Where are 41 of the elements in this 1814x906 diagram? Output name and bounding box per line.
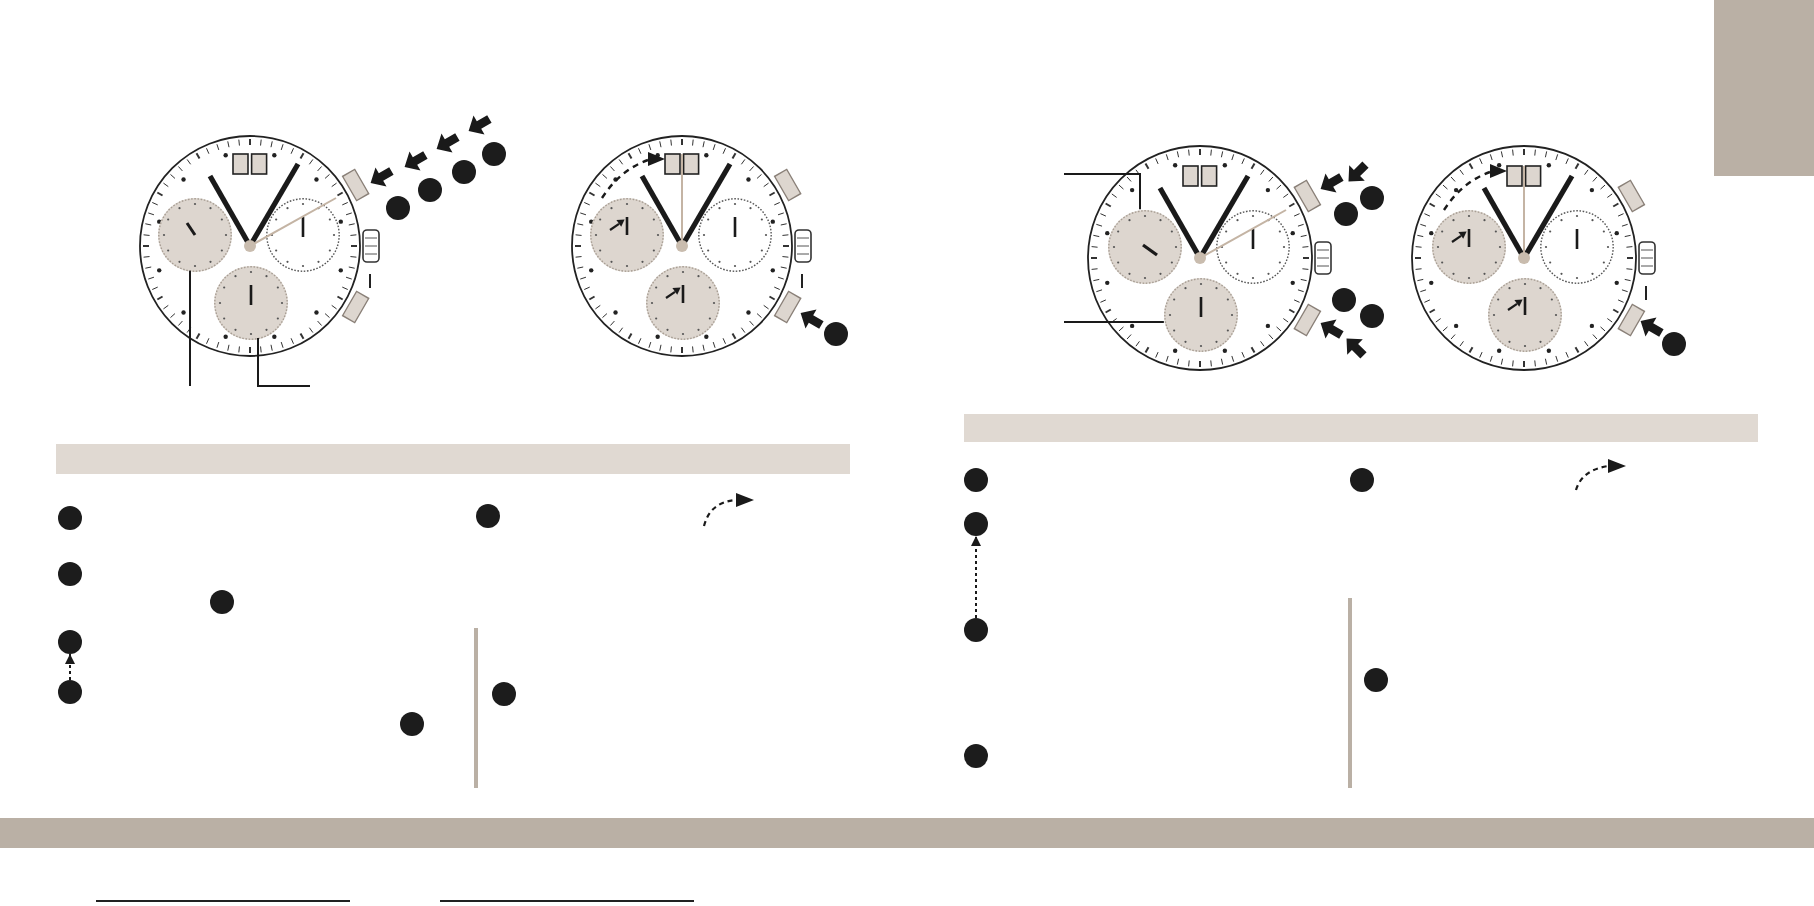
callout-marker <box>964 468 988 492</box>
callout-marker <box>1662 332 1686 356</box>
callout-marker <box>824 322 848 346</box>
callout-marker <box>386 196 410 220</box>
callout-marker <box>58 506 82 530</box>
callout-marker <box>476 504 500 528</box>
callout-marker <box>418 178 442 202</box>
leader-line <box>257 337 311 387</box>
arrow-icon <box>1637 313 1663 339</box>
callout-marker <box>1364 668 1388 692</box>
leader-line <box>1063 321 1165 323</box>
callout-marker <box>58 680 82 704</box>
arrow-icon <box>465 111 491 137</box>
leader-line <box>1063 173 1141 211</box>
arrow-icon <box>367 163 393 189</box>
arrow <box>971 535 981 619</box>
callout-marker <box>1360 186 1384 210</box>
callout-marker <box>964 512 988 536</box>
callout-marker <box>964 618 988 642</box>
arrow <box>65 653 75 681</box>
callout-marker <box>1334 202 1358 226</box>
arrow-icon <box>1341 333 1367 359</box>
arrow-icon <box>1343 159 1369 185</box>
arrow-icon <box>797 305 823 331</box>
callout-marker <box>58 562 82 586</box>
callout-marker <box>482 142 506 166</box>
callout-marker <box>964 744 988 768</box>
side-tab <box>1714 0 1814 176</box>
callout-marker <box>210 590 234 614</box>
callout-marker <box>1332 288 1356 312</box>
arrow-icon <box>433 129 459 155</box>
callout-marker <box>58 630 82 654</box>
callout-marker <box>400 712 424 736</box>
callout-marker <box>1350 468 1374 492</box>
callout-marker <box>1360 304 1384 328</box>
callout-marker <box>492 682 516 706</box>
arrow-icon <box>401 147 427 173</box>
arrow-icon <box>1317 315 1343 341</box>
leader-line <box>189 269 191 387</box>
callout-marker <box>452 160 476 184</box>
arrow-icon <box>1317 169 1343 195</box>
